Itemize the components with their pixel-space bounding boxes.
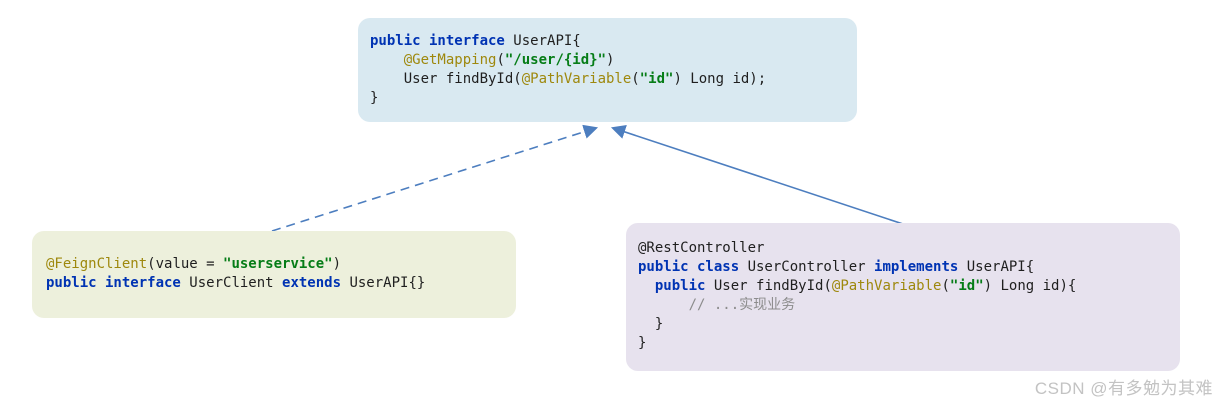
code-token-keyword: public interface	[370, 33, 514, 49]
code-token-keyword: public interface	[46, 275, 190, 291]
code-token-plain: (	[631, 71, 640, 87]
code-token-keyword: extends	[282, 275, 350, 291]
code-token-plain: (	[496, 52, 505, 68]
code-token-plain	[370, 52, 404, 68]
code-token-plain	[638, 297, 689, 313]
code-line: }	[638, 315, 1168, 334]
code-token-plain: User findById(	[370, 71, 522, 87]
code-line: @GetMapping("/user/{id}")	[370, 51, 845, 70]
code-box-userapi: public interface UserAPI{ @GetMapping("/…	[358, 18, 857, 122]
code-token-string: "id"	[949, 278, 984, 294]
code-line: User findById(@PathVariable("id") Long i…	[370, 70, 845, 89]
code-token-annotation: @FeignClient	[46, 256, 148, 272]
code-line: }	[370, 89, 845, 108]
inheritance-arrow-dashed	[271, 124, 599, 232]
code-line: // ...实现业务	[638, 296, 1168, 315]
code-token-plain: ) Long id);	[673, 71, 767, 87]
code-token-annotation: @PathVariable	[521, 71, 632, 87]
code-token-string: "id"	[639, 71, 674, 87]
code-token-keyword: public	[654, 278, 714, 294]
code-line: public class UserController implements U…	[638, 258, 1168, 277]
code-token-string: "userservice"	[223, 256, 333, 272]
code-token-annotation: @PathVariable	[831, 278, 942, 294]
code-token-plain: (value =	[147, 256, 224, 272]
code-token-plain: UserAPI{	[513, 33, 581, 49]
code-token-plain: )	[332, 256, 342, 272]
code-box-userclient: @FeignClient(value = "userservice")publi…	[32, 231, 516, 318]
code-box-usercontroller: @RestController public class UserControll…	[626, 223, 1180, 371]
code-line: @FeignClient(value = "userservice")	[46, 255, 502, 274]
code-token-annotation: @GetMapping	[403, 52, 497, 68]
code-token-plain: }	[638, 316, 664, 332]
code-token-keyword: public class	[638, 259, 748, 275]
code-token-plain: UserAPI{}	[349, 275, 426, 291]
code-token-plain: }	[370, 90, 379, 106]
code-line: public User findById(@PathVariable("id")…	[638, 277, 1168, 296]
code-token-comment: // ...实现业务	[688, 297, 796, 313]
code-line: public interface UserClient extends User…	[46, 274, 502, 293]
code-token-keyword: implements	[874, 259, 967, 275]
code-token-plain: UserAPI{	[966, 259, 1035, 275]
code-token-string: "/user/{id}"	[504, 52, 607, 68]
code-line: public interface UserAPI{	[370, 32, 845, 51]
code-line: }	[638, 334, 1168, 353]
code-token-plain: UserController	[747, 259, 875, 275]
code-token-plain: ) Long id){	[983, 278, 1077, 294]
code-token-plain: (	[941, 278, 950, 294]
code-token-plain: }	[638, 335, 647, 351]
code-token-plain: User findById(	[713, 278, 832, 294]
code-token-plain: @RestController	[638, 240, 765, 256]
watermark: CSDN @有多勉为其难	[1034, 379, 1213, 398]
code-token-plain: )	[606, 52, 615, 68]
code-line: @RestController	[638, 239, 1168, 258]
code-token-plain	[638, 278, 655, 294]
implements-arrow-solid	[610, 125, 904, 225]
code-token-plain: UserClient	[189, 275, 283, 291]
